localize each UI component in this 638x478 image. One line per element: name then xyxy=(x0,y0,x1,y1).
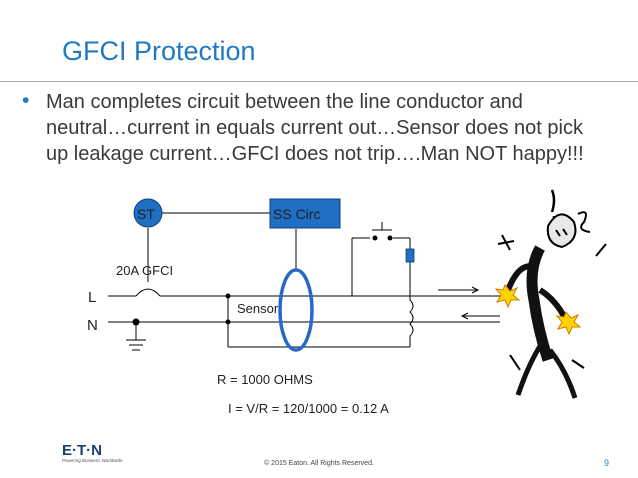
eaton-logo: E·T·N Powering Business Worldwide xyxy=(62,442,138,468)
l-label: L xyxy=(88,289,96,306)
n-terminal-dot xyxy=(225,319,231,325)
bullet-text: Man completes circuit between the line c… xyxy=(46,91,584,165)
neutral-junction-dot xyxy=(132,318,140,326)
bullet-icon: • xyxy=(22,89,30,112)
man-left-arm xyxy=(505,263,538,292)
logo-tagline: Powering Business Worldwide xyxy=(62,458,123,463)
man-eye-2 xyxy=(562,228,568,236)
stress-mark xyxy=(595,243,607,257)
sensor-label: Sensor xyxy=(237,301,279,316)
slide-title: GFCI Protection xyxy=(62,36,256,66)
man-left-leg xyxy=(515,338,547,396)
asterisk-symbol xyxy=(497,234,515,251)
copyright-text: © 2015 Eaton. All Rights Reserved. xyxy=(264,460,374,467)
current-formula-label: I = V/R = 120/1000 = 0.12 A xyxy=(228,401,389,416)
shocked-man-illustration xyxy=(497,189,607,399)
solid-state-circuit-box xyxy=(269,198,341,229)
test-resistor xyxy=(405,248,415,263)
shake-mark-1 xyxy=(509,354,521,371)
spark-icon-line xyxy=(494,284,521,309)
man-head xyxy=(546,213,577,249)
test-contact-left xyxy=(372,235,378,241)
gfci-label: 20A GFCI xyxy=(116,263,173,278)
title-divider xyxy=(0,81,638,82)
spark-icon-neutral xyxy=(555,311,582,336)
gfci-breaker-contact xyxy=(135,288,161,297)
swirl-symbol xyxy=(577,211,591,233)
man-right-arm xyxy=(538,287,569,322)
st-label: ST xyxy=(137,206,155,222)
ss-circ-label: SS Circ xyxy=(273,206,320,222)
shake-mark-2 xyxy=(571,359,585,369)
test-contact-right xyxy=(387,235,393,241)
resistance-label: R = 1000 OHMS xyxy=(217,372,313,387)
logo-wordmark: E·T·N xyxy=(62,442,102,459)
man-right-leg xyxy=(548,348,578,399)
man-eye-1 xyxy=(555,229,561,237)
current-out-arrowhead xyxy=(460,312,469,320)
page-number: 9 xyxy=(604,458,610,468)
current-sensor-ring xyxy=(278,268,314,352)
current-in-arrowhead xyxy=(471,286,480,294)
test-jumper-wire xyxy=(409,262,414,347)
n-label: N xyxy=(87,317,98,334)
exclaim-symbol xyxy=(550,189,556,218)
l-terminal-dot xyxy=(225,293,231,299)
shunt-trip-coil xyxy=(133,198,163,228)
